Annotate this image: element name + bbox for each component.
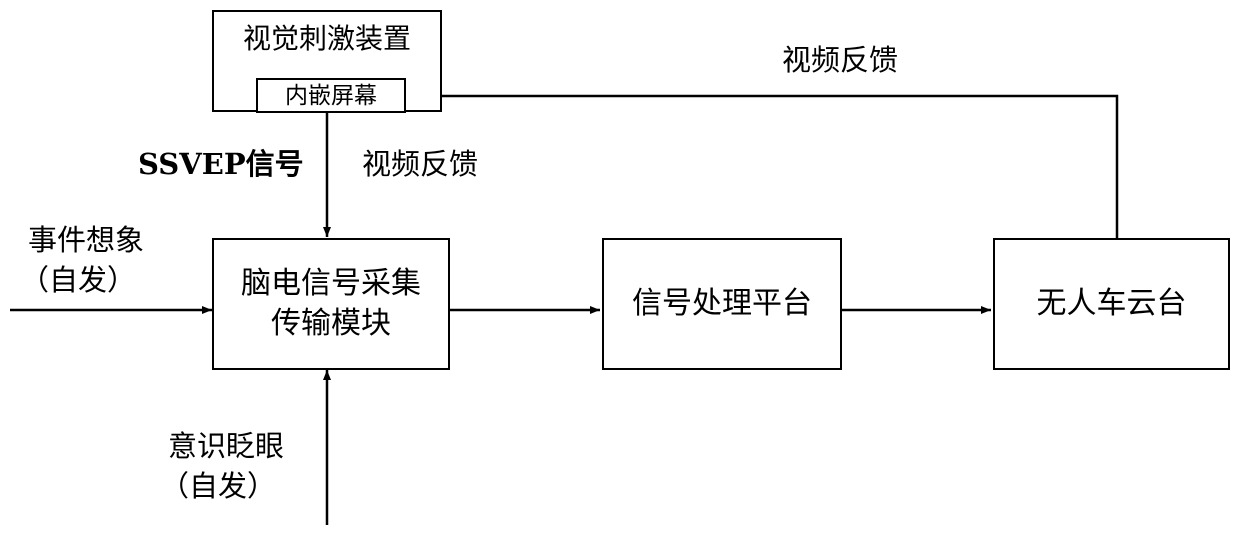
signal-platform-label: 信号处理平台 <box>632 284 812 324</box>
vehicle-gimbal-label: 无人车云台 <box>1037 284 1187 324</box>
eeg-module-line2: 传输模块 <box>241 304 421 344</box>
event-spontaneous-label: （自发） <box>20 262 136 298</box>
feedback-loop-arrow <box>408 96 1117 238</box>
video-feedback-top-label: 视频反馈 <box>782 42 898 78</box>
visual-stimulus-label: 视觉刺激装置 <box>214 22 440 56</box>
embedded-screen-label: 内嵌屏幕 <box>285 82 377 110</box>
embedded-screen-box: 内嵌屏幕 <box>256 78 406 113</box>
eeg-module-box: 脑电信号采集 传输模块 <box>212 238 450 370</box>
vehicle-gimbal-box: 无人车云台 <box>993 238 1230 370</box>
ssvep-signal-label: SSVEP信号 <box>138 146 304 182</box>
video-feedback-mid-label: 视频反馈 <box>362 146 478 182</box>
conscious-blink-label: 意识眨眼 <box>168 428 284 464</box>
blink-spontaneous-label: （自发） <box>160 468 276 504</box>
event-imagination-label: 事件想象 <box>28 222 144 258</box>
signal-platform-box: 信号处理平台 <box>602 238 842 370</box>
eeg-module-line1: 脑电信号采集 <box>241 264 421 304</box>
